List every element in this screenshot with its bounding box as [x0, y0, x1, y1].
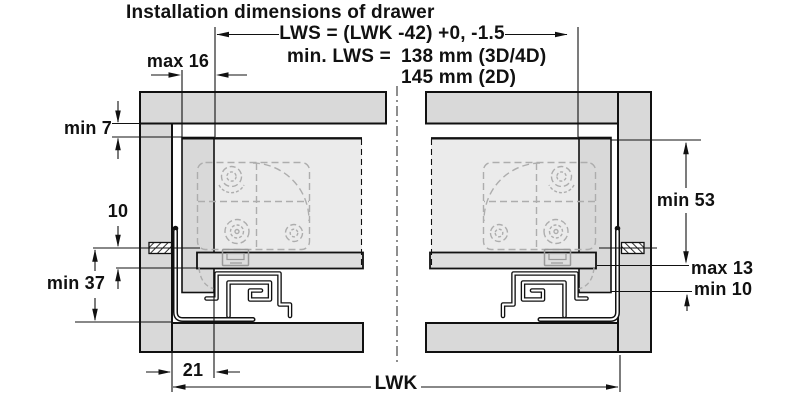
dim-label-min37: min 37	[46, 273, 106, 293]
drawer-section-half	[148, 136, 364, 322]
dim-label-lws-formula: LWS = (LWK -42) +0, -1.5	[279, 23, 505, 44]
dim-value-min-lws-2d: 145 mm (2D)	[401, 67, 517, 88]
dim-label-max16: max 16	[146, 51, 210, 71]
cabinet-panels	[139, 91, 652, 353]
dim-label-min7: min 7	[63, 118, 112, 138]
dim-label-min-lws: min. LWS =	[287, 46, 391, 67]
dim-label-lwk: LWK	[374, 373, 418, 394]
dim-label-min10: min 10	[694, 279, 753, 299]
page-title: Installation dimensions of drawer	[126, 2, 435, 23]
dim-label-21: 21	[182, 360, 204, 380]
dim-label-min53: min 53	[656, 190, 716, 210]
dim-value-min-lws-3d4d: 138 mm (3D/4D)	[401, 46, 547, 67]
dim-label-10: 10	[107, 201, 129, 221]
runner-rail-profile	[172, 225, 293, 322]
dim-label-max13: max 13	[691, 258, 754, 278]
